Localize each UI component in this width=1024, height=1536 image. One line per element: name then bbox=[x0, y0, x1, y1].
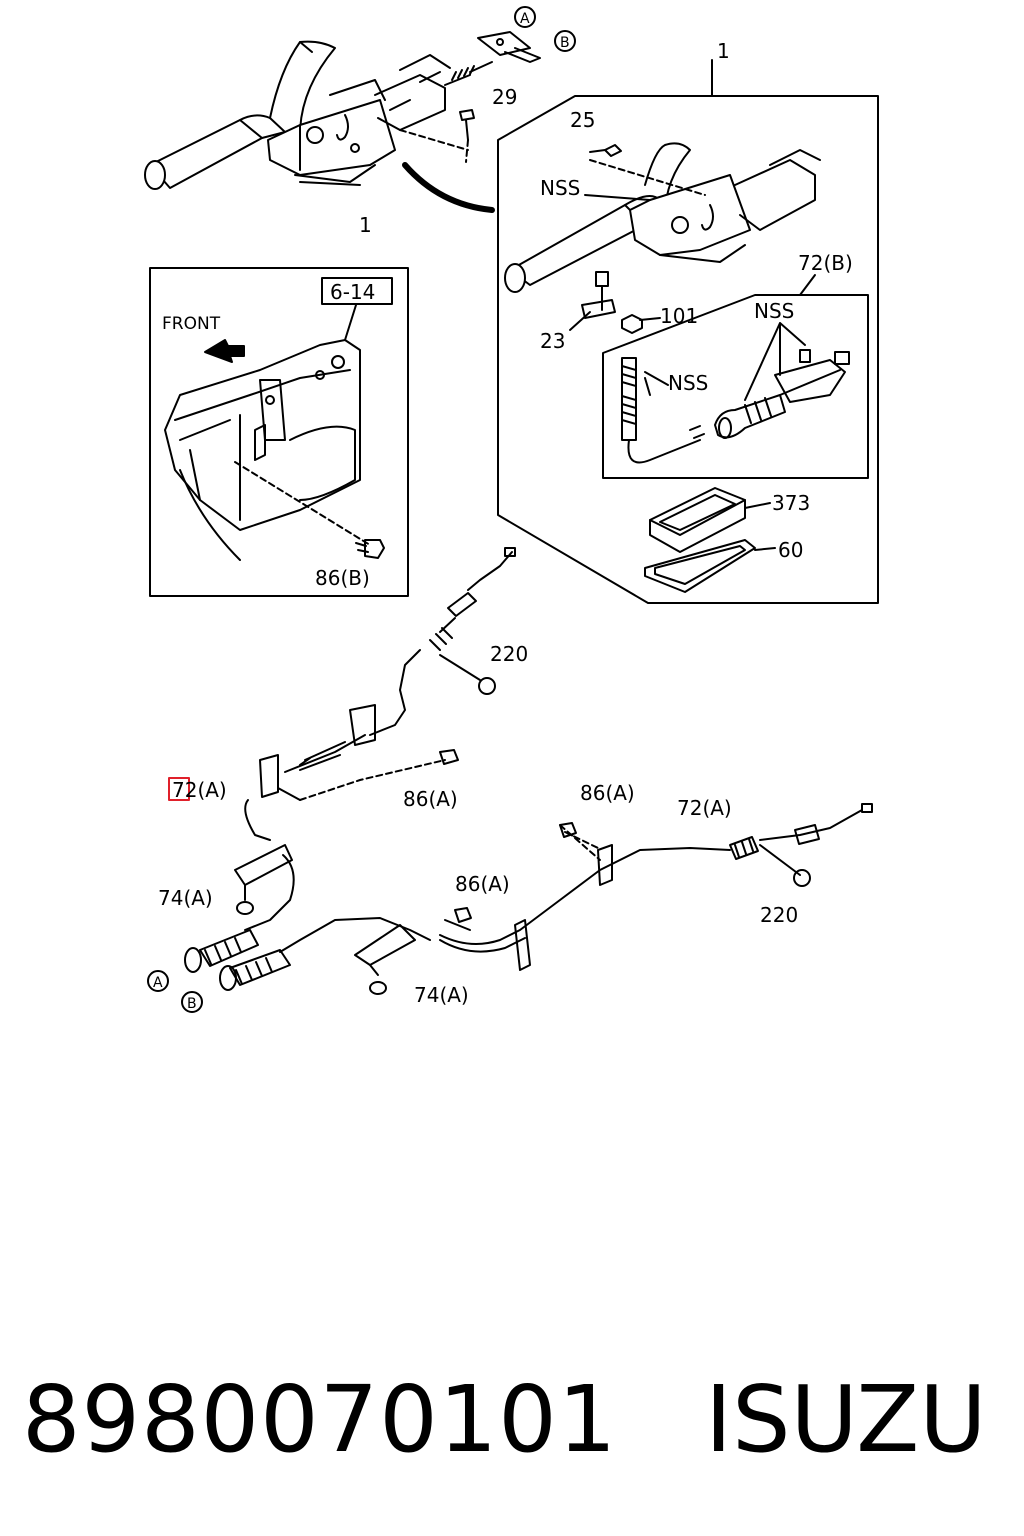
circle-markers bbox=[147, 6, 576, 1013]
callout-74a-left: 74(A) bbox=[158, 886, 213, 910]
callout-220-top: 220 bbox=[490, 642, 528, 666]
marker-a-bottom: A bbox=[153, 975, 163, 991]
callout-72b: 72(B) bbox=[798, 251, 853, 275]
callout-23: 23 bbox=[540, 329, 565, 353]
highlight-box bbox=[168, 777, 190, 801]
callout-6-14: 6-14 bbox=[330, 280, 375, 304]
callout-29: 29 bbox=[492, 85, 517, 109]
callout-1-lever: 1 bbox=[359, 213, 372, 237]
part-number: 8980070101 bbox=[22, 1366, 618, 1473]
callout-220-right: 220 bbox=[760, 903, 798, 927]
front-label: FRONT bbox=[162, 314, 221, 334]
callout-86a-right: 86(A) bbox=[580, 781, 635, 805]
callout-60: 60 bbox=[778, 538, 803, 562]
callout-labels: 1 1 29 25 NSS 72(B) NSS NSS 101 23 373 6… bbox=[153, 11, 853, 1012]
inset-panel-6-14 bbox=[149, 267, 409, 597]
assembly-inset-1 bbox=[497, 59, 879, 604]
callout-86b: 86(B) bbox=[315, 566, 370, 590]
callout-86a-lower: 86(A) bbox=[455, 872, 510, 896]
footer: 8980070101 ISUZU bbox=[0, 1345, 1024, 1495]
callout-nss-1: NSS bbox=[540, 176, 580, 200]
callout-nss-3: NSS bbox=[668, 371, 708, 395]
callout-74a-bottom: 74(A) bbox=[414, 983, 469, 1007]
front-cable-assembly bbox=[184, 547, 873, 995]
callout-72a-right: 72(A) bbox=[677, 796, 732, 820]
callout-86a-upper: 86(A) bbox=[403, 787, 458, 811]
marker-a-top: A bbox=[520, 11, 530, 27]
callout-373: 373 bbox=[772, 491, 810, 515]
marker-b-bottom: B bbox=[187, 996, 197, 1012]
callout-1-top: 1 bbox=[717, 39, 730, 63]
callout-25: 25 bbox=[570, 108, 595, 132]
marker-b-top: B bbox=[560, 35, 570, 51]
callout-72a-left: 72(A) bbox=[172, 778, 227, 802]
callout-nss-2: NSS bbox=[754, 299, 794, 323]
lever-assembly-top bbox=[144, 31, 541, 213]
callout-101: 101 bbox=[660, 304, 698, 328]
brand-name: ISUZU bbox=[705, 1366, 987, 1473]
